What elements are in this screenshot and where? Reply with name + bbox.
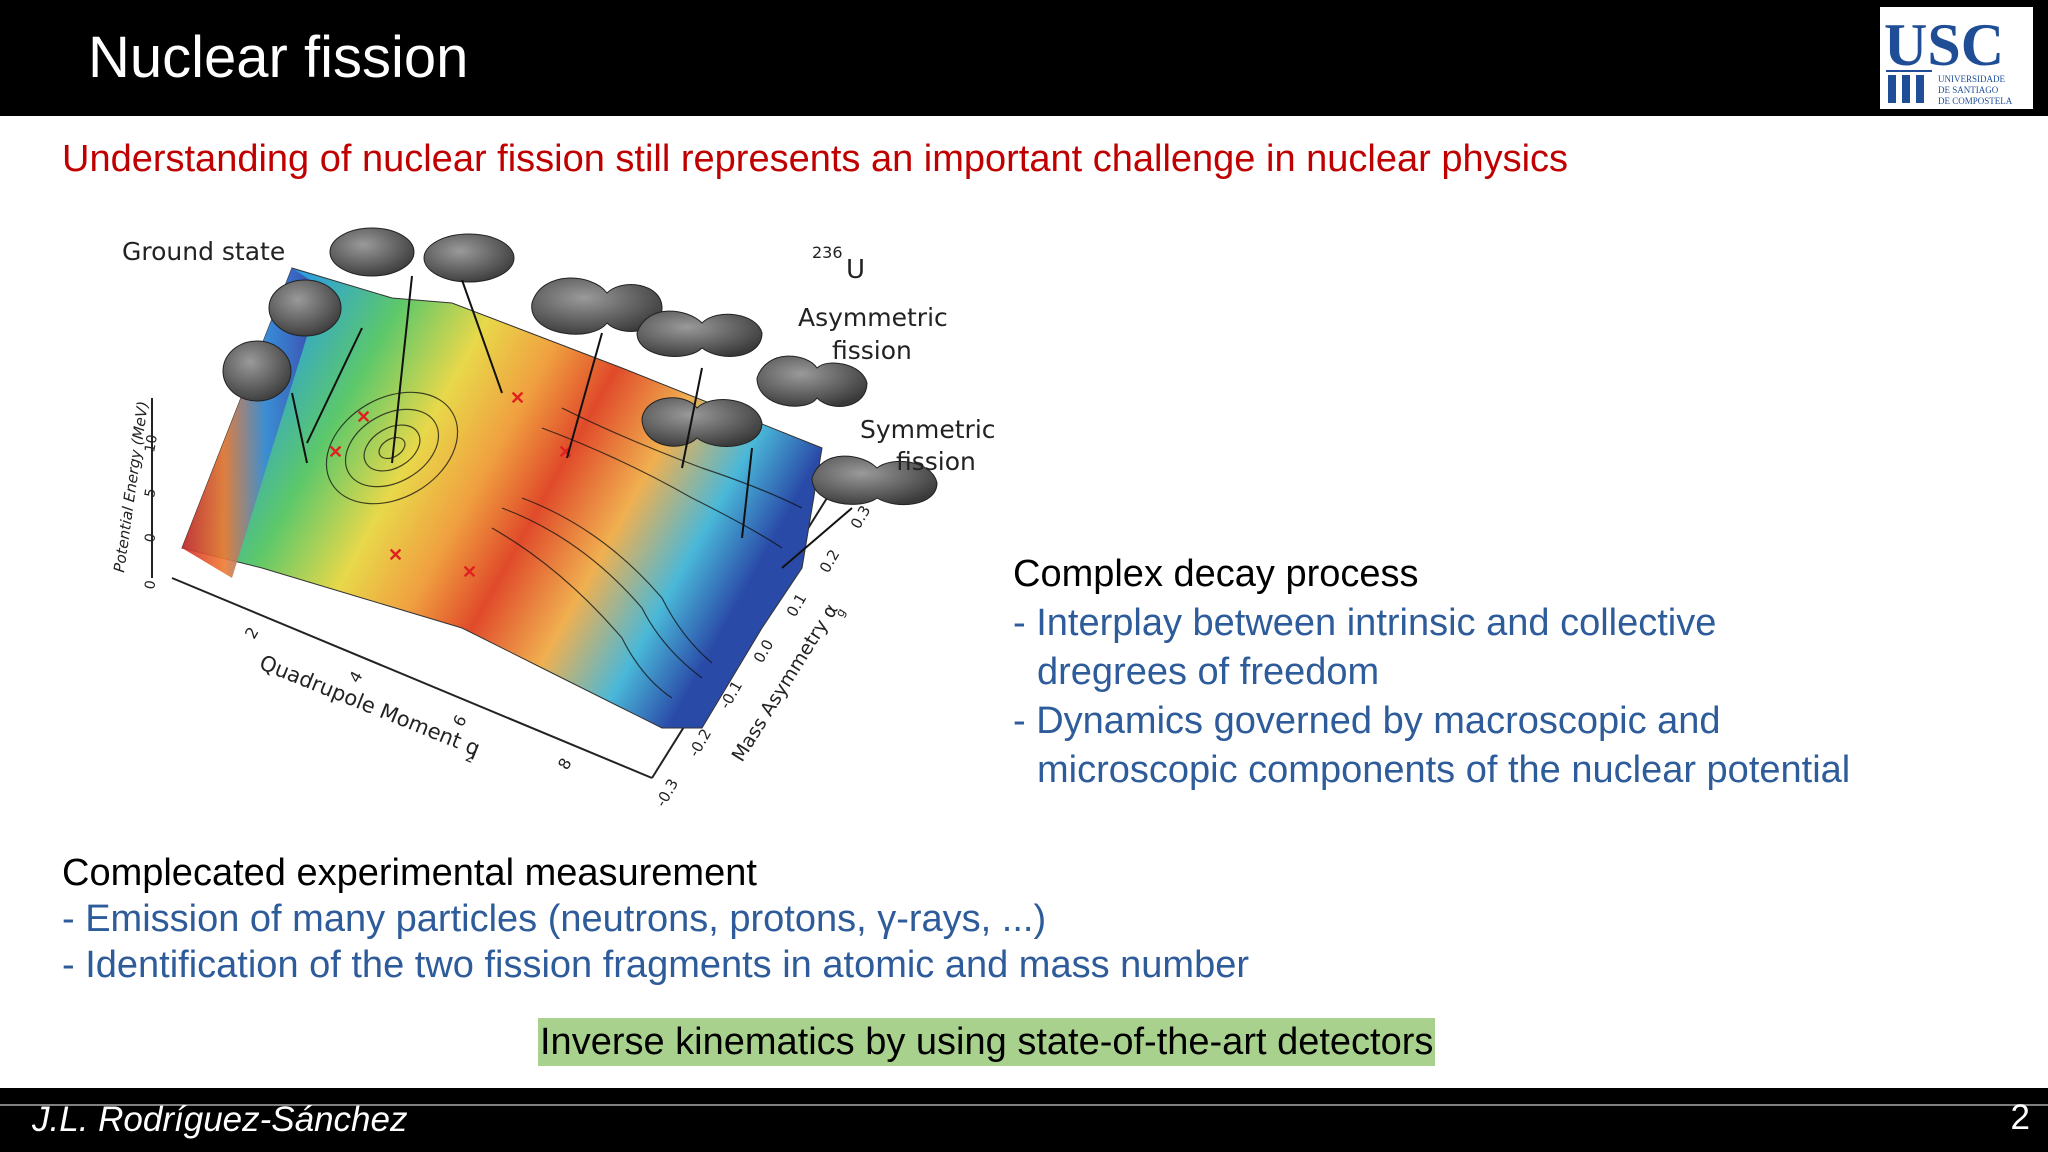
slide-title: Nuclear fission <box>88 25 469 90</box>
z-tick-10: 10 <box>142 433 161 453</box>
ground-wall <box>182 268 322 578</box>
decay-item-2-line-1: - Dynamics governed by macroscopic and <box>1013 700 1721 742</box>
z-axis-label: Potential Energy (MeV) <box>110 400 152 574</box>
svg-text:✕: ✕ <box>388 545 403 565</box>
label-nucleus: U <box>846 255 865 285</box>
svg-text:✕: ✕ <box>510 388 525 408</box>
usc-logo: USC UNIVERSIDADE DE SANTIAGO DE COMPOSTE… <box>1880 7 2033 109</box>
arrows <box>291 275 853 569</box>
measurement-item-2: - Identification of the two fission frag… <box>62 944 1249 986</box>
decay-block: Complex decay process - Interplay betwee… <box>1013 550 1850 795</box>
decay-item-1-line-2: dregrees of freedom <box>1037 651 1380 693</box>
label-ground-state: Ground state <box>122 237 285 266</box>
x-axis-label: Quadrupole Moment q <box>256 650 483 760</box>
fission-potential-figure: ✕ ✕ ✕ ✕ ✕ ✕ <box>62 208 1022 828</box>
svg-text:✕: ✕ <box>462 562 477 582</box>
contour-lines <box>325 391 803 699</box>
logo-line-2: DE SANTIAGO <box>1938 85 1999 95</box>
label-nucleus-mass: 236 <box>812 243 843 262</box>
y-tick-03: 0.3 <box>847 502 875 532</box>
label-symmetric-2: fission <box>896 447 976 476</box>
svg-text:✕: ✕ <box>356 407 371 427</box>
z-tick-0b: 0 <box>142 532 159 544</box>
logo-line-3: DE COMPOSTELA <box>1938 96 2013 106</box>
decay-item-2-line-2: microscopic components of the nuclear po… <box>1037 749 1851 791</box>
y-tick-m02: -0.2 <box>685 726 715 760</box>
highlight-box: Inverse kinematics by using state-of-the… <box>538 1018 1436 1066</box>
measurement-block: Complecated experimental measurement - E… <box>62 850 1249 988</box>
label-asymmetric-2: fission <box>832 336 912 365</box>
y-tick-02: 0.2 <box>816 546 844 576</box>
label-symmetric-1: Symmetric <box>860 415 996 444</box>
measurement-item-1: - Emission of many particles (neutrons, … <box>62 898 1047 940</box>
z-tick-0a: 0 <box>142 579 159 591</box>
z-tick-5: 5 <box>142 487 159 499</box>
y-tick-m03: -0.3 <box>652 776 682 810</box>
logo-line-1: UNIVERSIDADE <box>1938 74 2005 84</box>
page-number: 2 <box>2010 1098 2030 1137</box>
nucleus-shapes <box>222 227 938 506</box>
svg-text:✕: ✕ <box>328 442 343 462</box>
footer-bar <box>0 1088 2048 1152</box>
x-tick-8: 8 <box>554 755 576 773</box>
logo-letters: USC <box>1884 12 2004 78</box>
label-asymmetric-1: Asymmetric <box>798 303 948 332</box>
decay-item-1-line-1: - Interplay between intrinsic and collec… <box>1013 602 1717 644</box>
y-tick-01: 0.1 <box>783 590 811 620</box>
decay-heading: Complex decay process <box>1013 553 1419 595</box>
slide-subtitle: Understanding of nuclear fission still r… <box>62 138 1569 180</box>
energy-surface <box>181 267 823 729</box>
title-bar <box>0 0 2048 116</box>
x-tick-2: 2 <box>241 624 263 642</box>
measurement-heading: Complecated experimental measurement <box>62 852 757 894</box>
footer-divider <box>0 1104 2048 1106</box>
author-name: J.L. Rodríguez-Sánchez <box>32 1100 408 1139</box>
